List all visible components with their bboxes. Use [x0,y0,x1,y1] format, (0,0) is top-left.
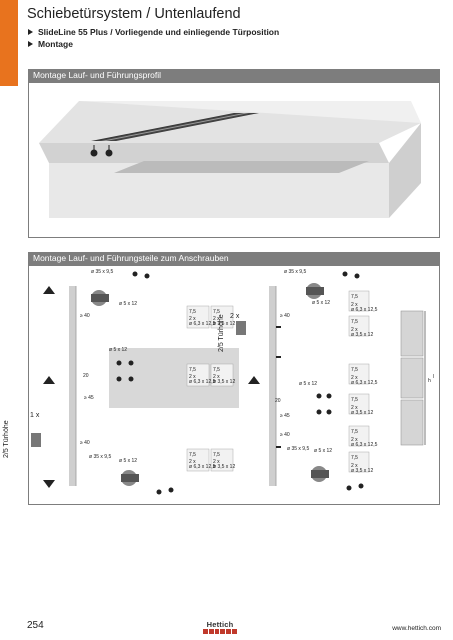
footer-url[interactable]: www.hettich.com [392,625,441,632]
screw-spec: 2 x [351,437,358,443]
screw-spec: 2 x [351,375,358,381]
screw-spec: 7,5 [189,452,196,458]
screw-spec: 7,5 [189,309,196,315]
screw-spec: 2 x [189,459,196,465]
screw-spec: 7,5 [189,367,196,373]
screw-spec: 7,5 [213,367,220,373]
door-height-label: 2/5 Türhöhe [3,420,10,458]
dim-label: ≥ 45 [84,395,94,401]
profile-panel-header: Montage Lauf- und Führungsprofil [28,69,440,82]
brand-logo: Hettich [203,620,237,634]
dim-label: 20 [83,373,89,379]
screw-spec: ø 6,3 x 12,5 [189,321,216,327]
screw-spec: ø 3,5 x 12 [213,464,236,470]
dim-label: ø 5 x 12 [119,301,138,307]
dim-label: ø 5 x 12 [119,458,138,464]
screw-icon [90,149,98,157]
screw-spec: 2 x [351,405,358,411]
parts-panel: ø 35 x 9,5 ø 5 x 12 ≥ 40 ø 5 x 12 20 ≥ 4… [28,265,440,505]
screw-spec: ø 6,3 x 12,5 [351,442,378,448]
dim-label: l [433,374,435,380]
screw-spec: 7,5 [351,455,358,461]
triangle-bullet-icon [28,41,33,47]
screw-spec: 2 x [189,316,196,322]
dim-label: ≥ 40 [280,432,290,438]
screw-spec: 2 x [351,327,358,333]
dim-label: ≥ 40 [80,440,90,446]
screw-spec: ø 6,3 x 12,5 [189,379,216,385]
count-label: 1 x [30,412,40,419]
screw-spec: 2 x [213,459,220,465]
dim-label: ≥ 45 [280,413,290,419]
screw-spec: ø 3,5 x 12 [213,379,236,385]
subtitle-item: SlideLine 55 Plus / Vorliegende und einl… [28,27,279,37]
screw-spec: ø 6,3 x 12,5 [189,464,216,470]
screw-spec: 7,5 [213,309,220,315]
page-number: 254 [27,620,44,631]
screw-spec: ø 3,5 x 12 [351,332,374,338]
screw-spec: ø 6,3 x 12,5 [351,307,378,313]
dim-label: ø 35 x 9,5 [89,454,112,460]
screw-spec: 7,5 [351,397,358,403]
screw-spec: 2 x [189,374,196,380]
screw-spec: ø 3,5 x 12 [351,410,374,416]
page-title: Schiebetürsystem / Untenlaufend [27,6,241,22]
screw-spec: 2 x [351,463,358,469]
dim-label: ø 5 x 12 [299,381,318,387]
screw-spec: ø 3,5 x 12 [351,468,374,474]
screw-spec: 7,5 [213,452,220,458]
parts-panel-header: Montage Lauf- und Führungsteile zum Ansc… [28,252,440,265]
screw-spec: 7,5 [351,294,358,300]
dim-label: ø 5 x 12 [109,347,128,353]
screw-spec: 2 x [213,316,220,322]
door-height-label: 2/5 Türhöhe [218,314,225,352]
screw-icon [105,149,113,157]
screw-spec: 2 x [213,374,220,380]
dim-label: 20 [275,398,281,404]
dim-label: ø 35 x 9,5 [287,446,310,452]
profile-illustration [39,101,421,218]
screw-spec: 7,5 [351,429,358,435]
logo-mark-icon [203,629,237,634]
dim-label: ø 5 x 12 [314,448,333,454]
dim-label: ≥ 40 [80,313,90,319]
dim-label: ø 35 x 9,5 [91,269,114,275]
screw-spec: ø 3,5 x 12 [213,321,236,327]
screw-spec: 7,5 [351,319,358,325]
screw-spec: ø 6,3 x 12,5 [351,380,378,386]
screw-spec: 7,5 [351,367,358,373]
triangle-bullet-icon [28,29,33,35]
accent-bar [0,0,18,86]
parts-illustration [31,271,426,495]
dim-label: h [428,378,431,384]
profile-panel [28,82,440,238]
screw-spec: 2 x [351,302,358,308]
dim-label: ≥ 40 [280,313,290,319]
count-label: 2 x [230,313,240,320]
dim-label: ø 5 x 12 [312,300,331,306]
dim-label: ø 35 x 9,5 [284,269,307,275]
subtitle-item: Montage [28,39,73,49]
